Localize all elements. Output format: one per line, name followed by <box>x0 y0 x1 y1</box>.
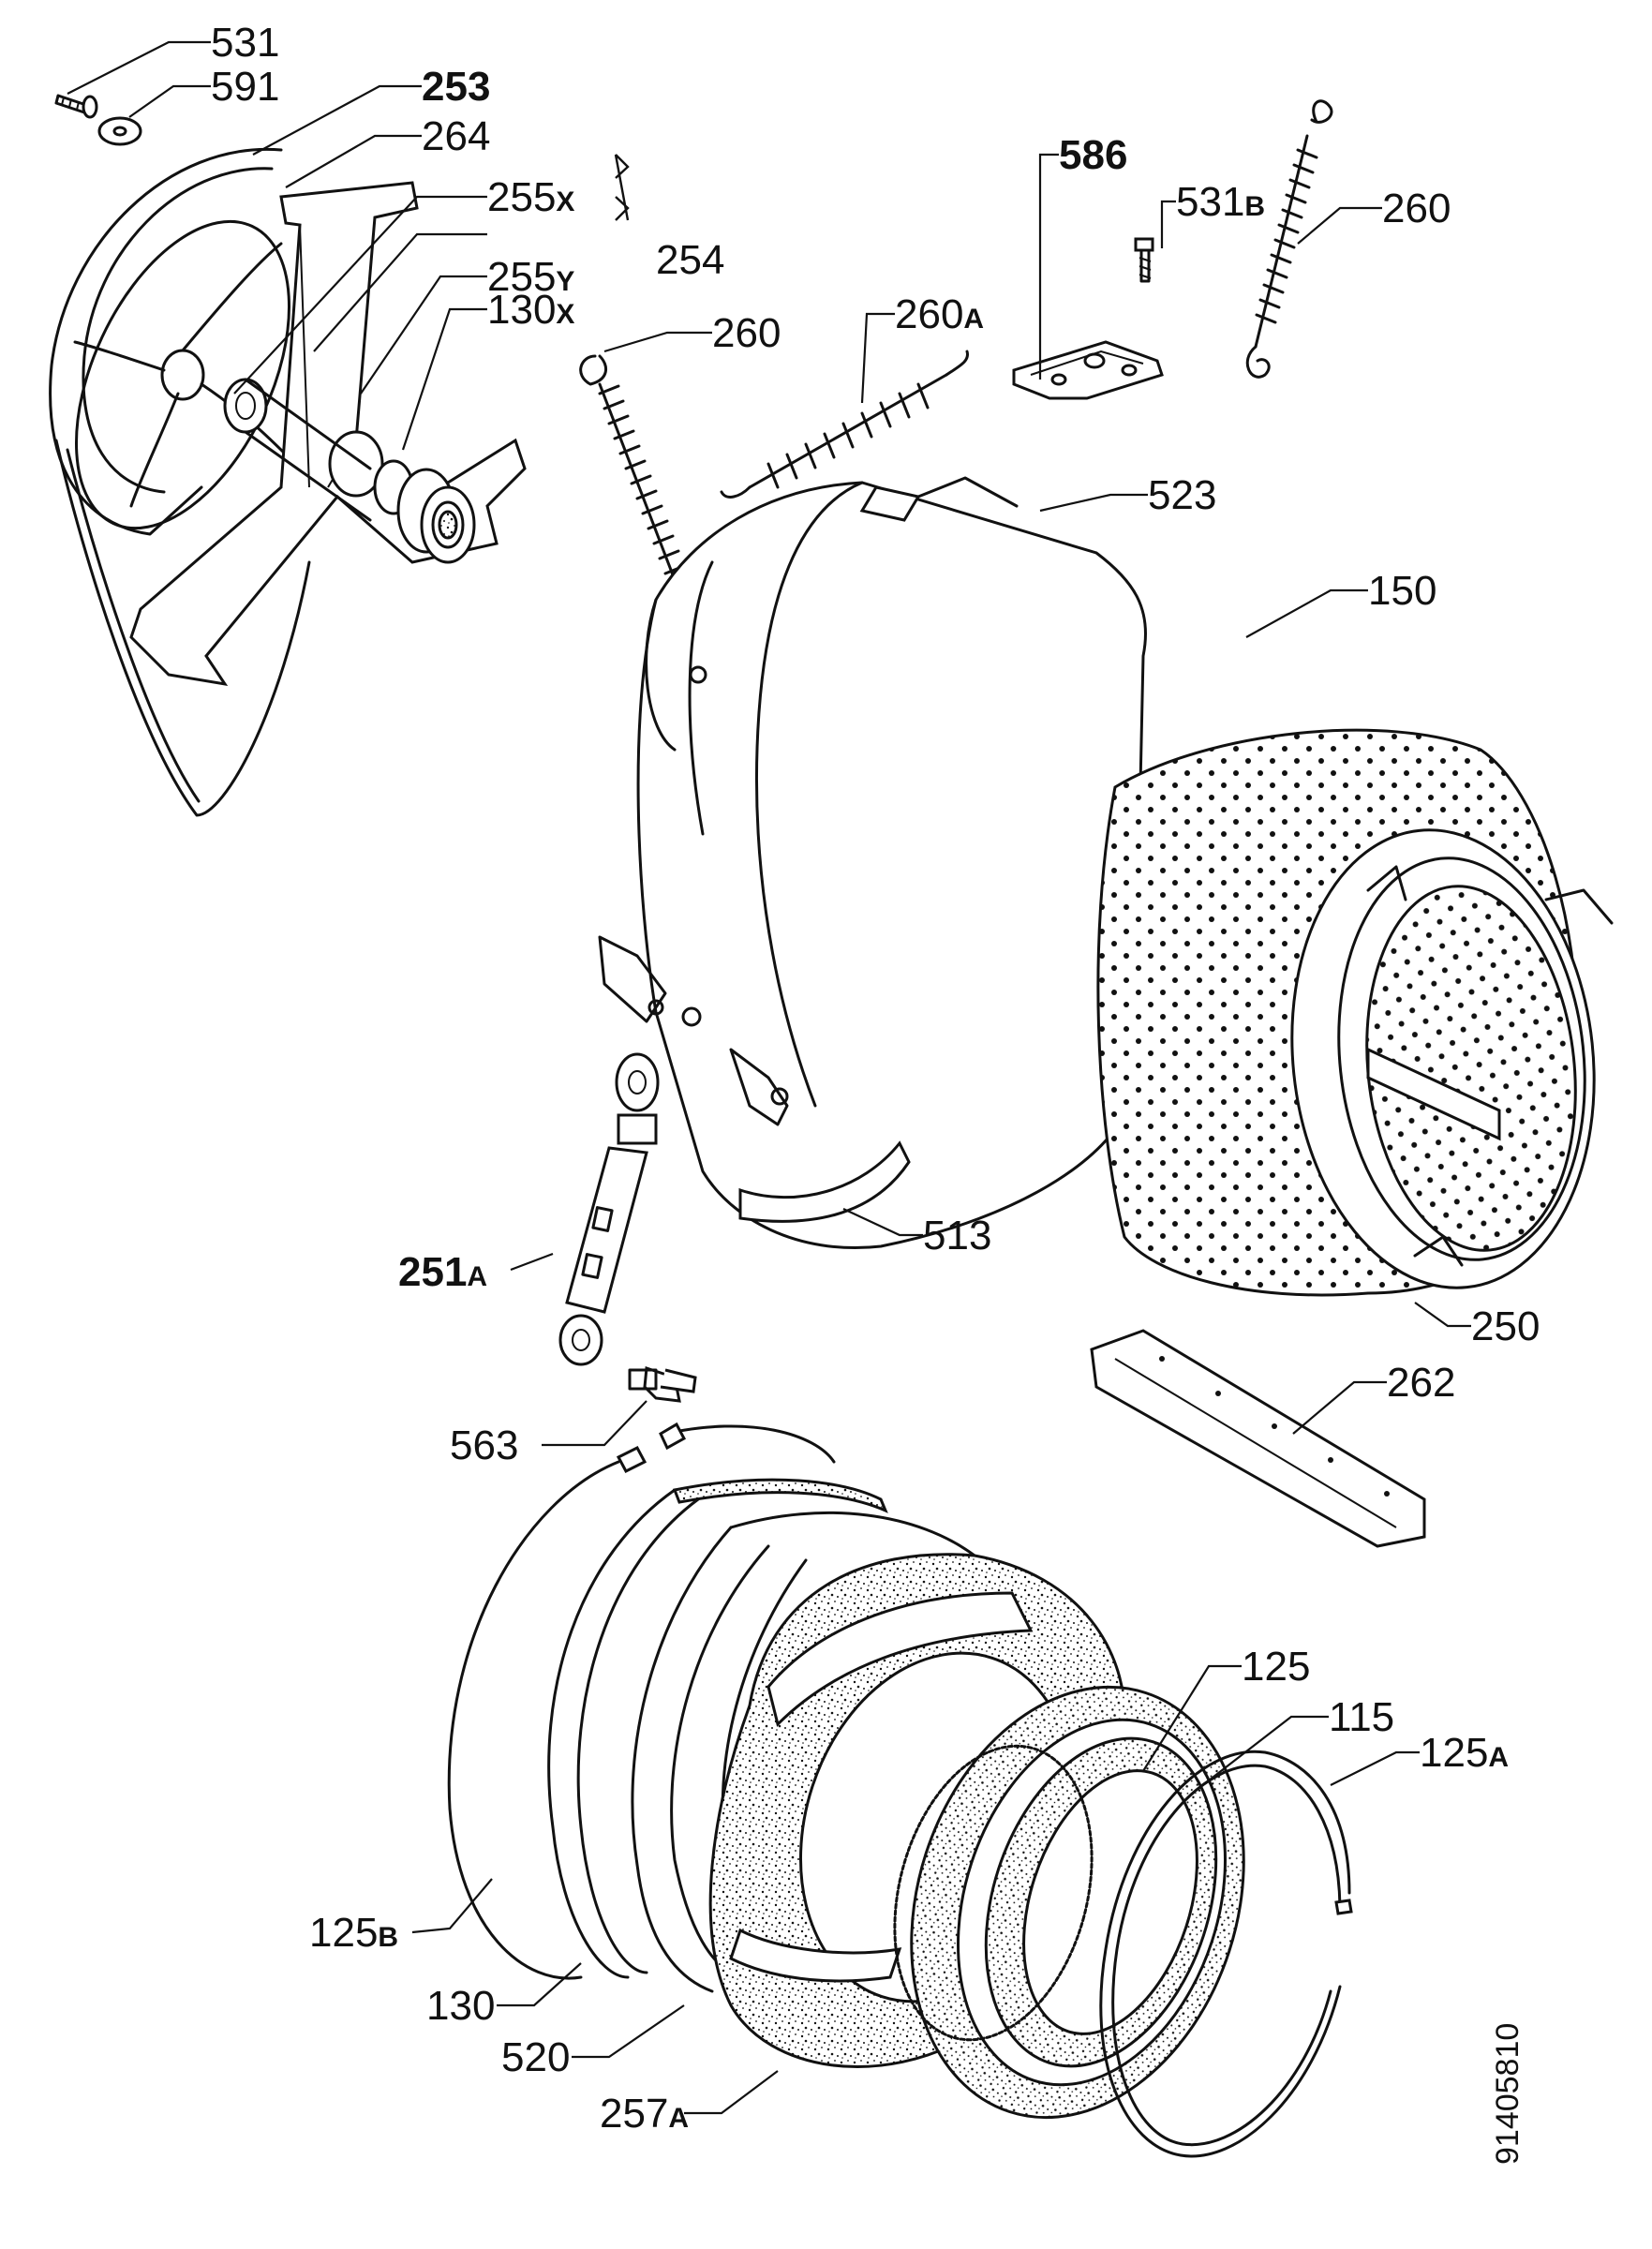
spring-260-left <box>579 354 690 628</box>
label-255Y: 255Y <box>487 254 574 300</box>
clamp-ring-125A <box>1099 1750 1353 2158</box>
shaft-bearings-254 <box>223 378 476 564</box>
tub-front-520 <box>631 1511 976 1993</box>
label-262: 262 <box>1387 1360 1455 1406</box>
label-125B: 125B <box>309 1910 398 1956</box>
label-115: 115 <box>1329 1694 1394 1740</box>
label-253: 253 <box>422 64 490 110</box>
label-254: 254 <box>656 237 724 283</box>
label-264: 264 <box>422 113 490 159</box>
washer-591 <box>97 116 142 146</box>
spring-260-right <box>1245 99 1333 379</box>
drawing-number: 91405810 <box>1490 2023 1525 2165</box>
label-260-right: 260 <box>1382 186 1451 231</box>
label-531B: 531B <box>1176 179 1265 225</box>
label-255X: 255X <box>487 174 574 220</box>
door-seal-115 <box>910 1685 1245 2120</box>
clamp-ring-125B <box>447 1422 836 1980</box>
label-531: 531 <box>211 20 279 66</box>
label-130: 130 <box>426 1983 495 2029</box>
callout-leaders <box>67 40 1471 2115</box>
tub-150 <box>598 476 1148 1249</box>
label-130X: 130X <box>487 287 574 333</box>
agitator-bar-262 <box>1090 1329 1426 1548</box>
label-125: 125 <box>1242 1644 1310 1690</box>
shock-absorber-251A <box>558 1052 660 1366</box>
screw-531 <box>54 94 98 119</box>
label-125A: 125A <box>1420 1730 1509 1776</box>
drum-250 <box>1096 728 1614 1297</box>
spring-260A <box>720 350 970 499</box>
drum-spider-264 <box>129 181 527 687</box>
callout-labels: 531 591 253 264 255X 254 255Y 130X 260 2… <box>211 20 1540 2137</box>
clamp-ring-125 <box>893 1744 1094 2042</box>
label-251A: 251A <box>398 1249 487 1295</box>
seal-130 <box>547 1478 888 1979</box>
label-260-left: 260 <box>712 310 781 356</box>
label-260A: 260A <box>895 291 984 337</box>
screw-531B <box>1134 237 1154 283</box>
label-520: 520 <box>501 2034 570 2080</box>
label-257A: 257A <box>600 2091 689 2137</box>
label-513: 513 <box>923 1213 991 1259</box>
counterweight-513 <box>738 1140 911 1223</box>
label-591: 591 <box>211 64 279 110</box>
label-250: 250 <box>1471 1303 1540 1349</box>
label-523: 523 <box>1148 472 1216 518</box>
bracket-586 <box>1012 340 1164 400</box>
label-586: 586 <box>1059 132 1127 178</box>
bolt-563 <box>628 1365 697 1403</box>
label-150: 150 <box>1368 568 1436 614</box>
label-563: 563 <box>450 1422 518 1468</box>
